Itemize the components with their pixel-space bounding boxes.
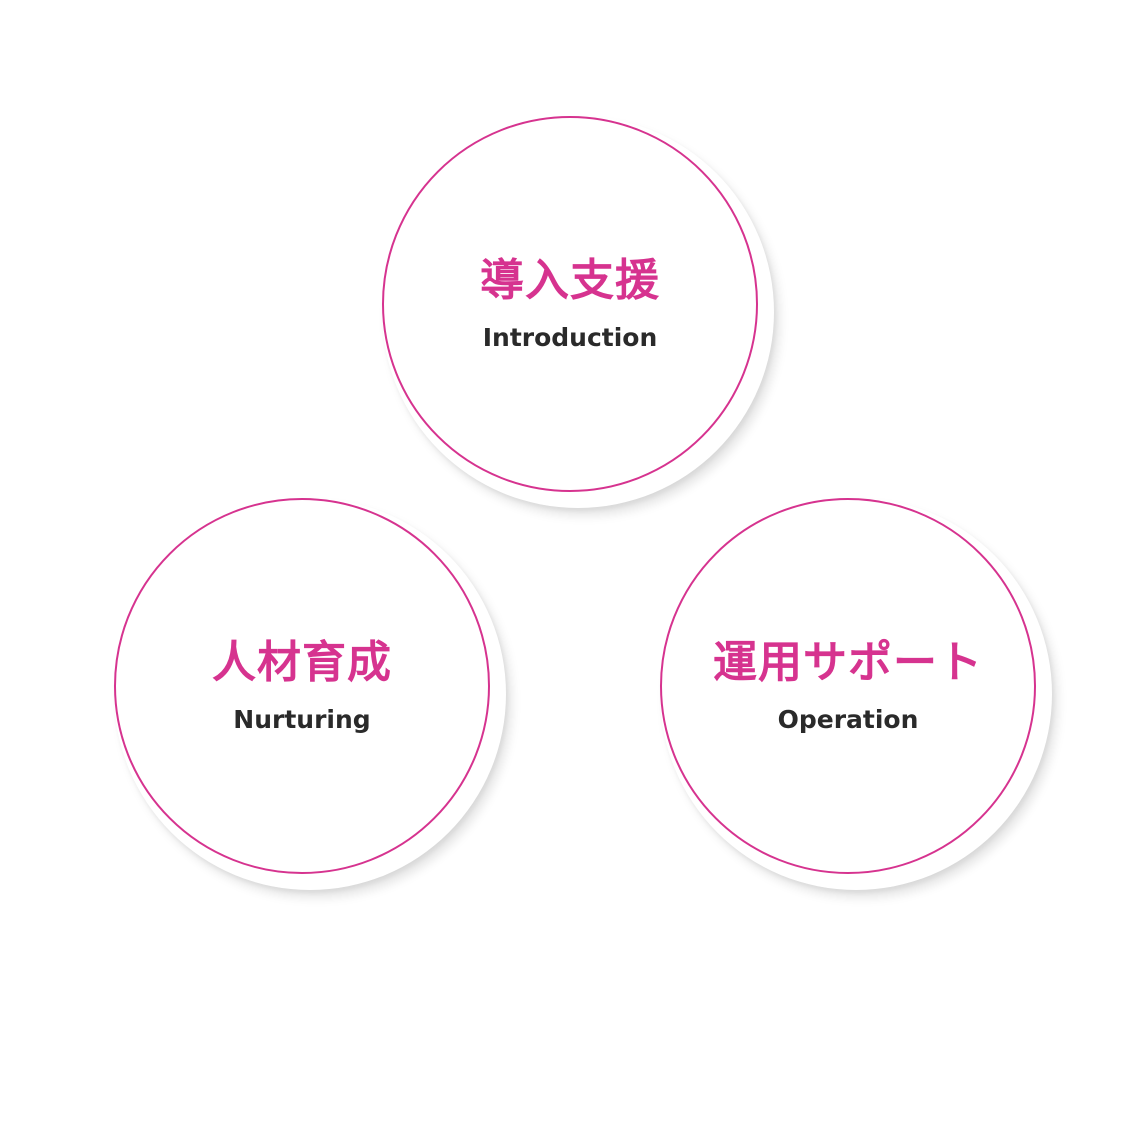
nurturing-circle: 人材育成 Nurturing	[114, 498, 506, 890]
nurturing-title: 人材育成	[212, 636, 392, 688]
introduction-circle: 導入支援 Introduction	[382, 116, 774, 508]
operation-subtitle: Operation	[777, 704, 919, 734]
nurturing-ring: 人材育成 Nurturing	[114, 498, 490, 874]
introduction-title: 導入支援	[480, 254, 660, 306]
operation-circle: 運用サポート Operation	[660, 498, 1052, 890]
nurturing-subtitle: Nurturing	[233, 704, 371, 734]
operation-title: 運用サポート	[713, 636, 983, 688]
introduction-ring: 導入支援 Introduction	[382, 116, 758, 492]
introduction-subtitle: Introduction	[482, 322, 658, 352]
operation-ring: 運用サポート Operation	[660, 498, 1036, 874]
